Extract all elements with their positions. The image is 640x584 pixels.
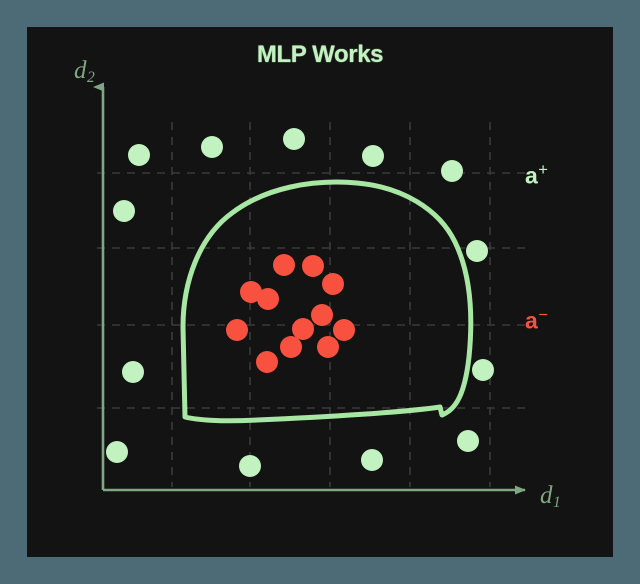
data-point-a-positive — [457, 430, 479, 452]
legend-positive-label: a — [525, 162, 538, 189]
data-point-a-positive — [361, 449, 383, 471]
plot-panel: MLP Works d2 d1 a+ a− — [27, 27, 613, 557]
data-point-a-negative — [257, 288, 279, 310]
data-point-a-negative — [240, 281, 262, 303]
data-point-a-positive — [441, 160, 463, 182]
data-point-a-positive — [128, 144, 150, 166]
series-a-negative-points — [226, 254, 355, 373]
x-axis-label: d1 — [540, 482, 561, 512]
series-a-positive-points — [106, 128, 494, 477]
legend-negative-label: a — [525, 307, 538, 334]
data-point-a-positive — [113, 200, 135, 222]
legend-item-positive: a+ — [525, 160, 548, 189]
data-point-a-positive — [106, 441, 128, 463]
data-point-a-positive — [122, 361, 144, 383]
x-axis-label-subscript: 1 — [553, 494, 561, 512]
data-point-a-negative — [311, 304, 333, 326]
data-point-a-positive — [239, 455, 261, 477]
y-axis-label-subscript: 2 — [87, 69, 95, 87]
legend-negative-superscript: − — [538, 305, 548, 324]
mlp-decision-boundary — [180, 179, 474, 424]
data-point-a-negative — [292, 318, 314, 340]
data-point-a-negative — [280, 336, 302, 358]
legend-item-negative: a− — [525, 305, 548, 334]
data-point-a-negative — [302, 255, 324, 277]
data-point-a-negative — [226, 319, 248, 341]
y-axis-label: d2 — [74, 57, 95, 87]
y-axis-label-text: d — [74, 57, 87, 84]
data-point-a-positive — [362, 145, 384, 167]
x-axis-label-text: d — [540, 482, 553, 509]
axes — [93, 82, 526, 495]
data-point-a-negative — [256, 351, 278, 373]
data-point-a-positive — [283, 128, 305, 150]
data-point-a-negative — [322, 273, 344, 295]
plot-canvas — [93, 82, 527, 495]
data-point-a-negative — [333, 319, 355, 341]
data-point-a-positive — [201, 136, 223, 158]
legend-positive-superscript: + — [538, 160, 548, 179]
data-point-a-positive — [466, 240, 488, 262]
data-point-a-negative — [317, 336, 339, 358]
data-point-a-negative — [273, 254, 295, 276]
data-point-a-positive — [472, 359, 494, 381]
page-title: MLP Works — [256, 41, 384, 68]
